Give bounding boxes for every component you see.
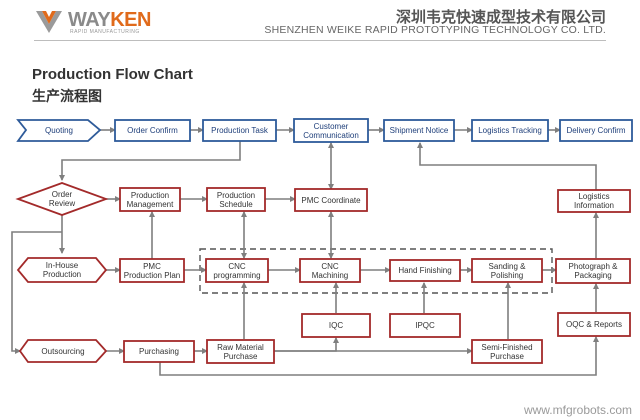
arrow-raw-iqc [274, 337, 339, 352]
node-logistics-information: Logistics Information [573, 192, 615, 210]
node-iqc: IQC [328, 321, 344, 330]
logo-wordmark: WAYKEN [68, 9, 151, 31]
logo-tagline: RAPID MANUFACTURING [70, 29, 140, 35]
company-name-en: SHENZHEN WEIKE RAPID PROTOTYPING TECHNOL… [264, 24, 606, 36]
node-sanding-polishing: Sanding & Polishing [488, 261, 526, 280]
production-task-shape [202, 119, 277, 142]
arrow-purchasing-oqc [159, 336, 599, 376]
sanding-polishing-shape [471, 258, 543, 283]
photograph-packaging-shape [555, 258, 631, 284]
arrow-information-shipment [417, 142, 597, 190]
node-photograph-packaging: Photograph & Packaging [568, 262, 618, 280]
node-production-task: Production Task [211, 126, 268, 135]
oqc-reports-shape [557, 312, 631, 337]
node-shipment-notice: Shipment Notice [389, 126, 449, 135]
node-purchasing: Purchasing [138, 347, 180, 356]
node-cnc-machining: CNC Machining [311, 261, 349, 280]
node-order-review: Order Review [48, 190, 76, 208]
cnc-machining-shape [299, 258, 361, 283]
customer-communication-shape [293, 118, 369, 143]
page-header: WAYKEN RAPID MANUFACTURING 深圳韦克快速成型技术有限公… [0, 0, 640, 44]
order-review-shape [15, 182, 109, 216]
node-quoting: Quoting [44, 126, 74, 135]
header-divider [34, 40, 606, 41]
wayken-logo-icon [36, 11, 62, 33]
node-order-confirm: Order Confirm [127, 126, 178, 135]
semi-finished-shape [471, 339, 543, 364]
logistics-information-shape [557, 189, 631, 213]
node-production-management: Production Management [126, 190, 174, 209]
arrow-task-order-review [59, 141, 241, 181]
logistics-tracking-shape [471, 119, 549, 142]
pmc-coordinate-shape [294, 188, 368, 212]
company-name-cn: 深圳韦克快速成型技术有限公司 [395, 8, 606, 26]
hand-finishing-shape [389, 259, 461, 282]
shipment-notice-shape [383, 119, 455, 142]
node-raw-material-purchase: Raw Material Purchase [217, 342, 264, 361]
node-ipqc: IPQC [415, 321, 435, 330]
page-title: Production Flow Chart [32, 66, 193, 83]
page-title-cn: 生产流程图 [32, 89, 102, 105]
arrow-semi-oqc [542, 325, 556, 351]
production-management-shape [119, 187, 181, 212]
node-oqc-reports: OQC & Reports [565, 320, 622, 329]
node-pmc-coordinate: PMC Coordinate [301, 195, 361, 205]
iqc-shape [301, 313, 371, 338]
node-customer-communication: Customer Communication [303, 121, 359, 140]
node-production-schedule: Production Schedule [216, 190, 256, 209]
ipqc-shape [389, 313, 461, 338]
node-pmc-production-plan: PMC Production Plan [123, 261, 181, 280]
node-outsourcing: Outsourcing [41, 346, 85, 356]
quoting-shape [16, 119, 102, 142]
watermark: www.mfgrobots.com [523, 403, 632, 417]
node-in-house-production: In-House Production [42, 261, 82, 279]
node-hand-finishing: Hand Finishing [398, 266, 452, 275]
node-cnc-programming: CNC programming [213, 261, 261, 280]
cnc-programming-shape [205, 258, 269, 283]
node-logistics-tracking: Logistics Tracking [478, 126, 542, 135]
raw-material-shape [206, 339, 275, 364]
arrow-review-outsourcing [11, 231, 62, 354]
order-confirm-shape [114, 119, 191, 142]
node-delivery-confirm: Delivery Confirm [566, 126, 626, 135]
purchasing-shape [123, 340, 195, 363]
outsourcing-shape [18, 339, 108, 363]
in-house-shape [16, 257, 108, 283]
pmc-plan-shape [119, 258, 185, 283]
production-schedule-shape [206, 187, 266, 212]
node-semi-finished-purchase: Semi-Finished Purchase [481, 342, 533, 361]
delivery-confirm-shape [559, 119, 633, 142]
